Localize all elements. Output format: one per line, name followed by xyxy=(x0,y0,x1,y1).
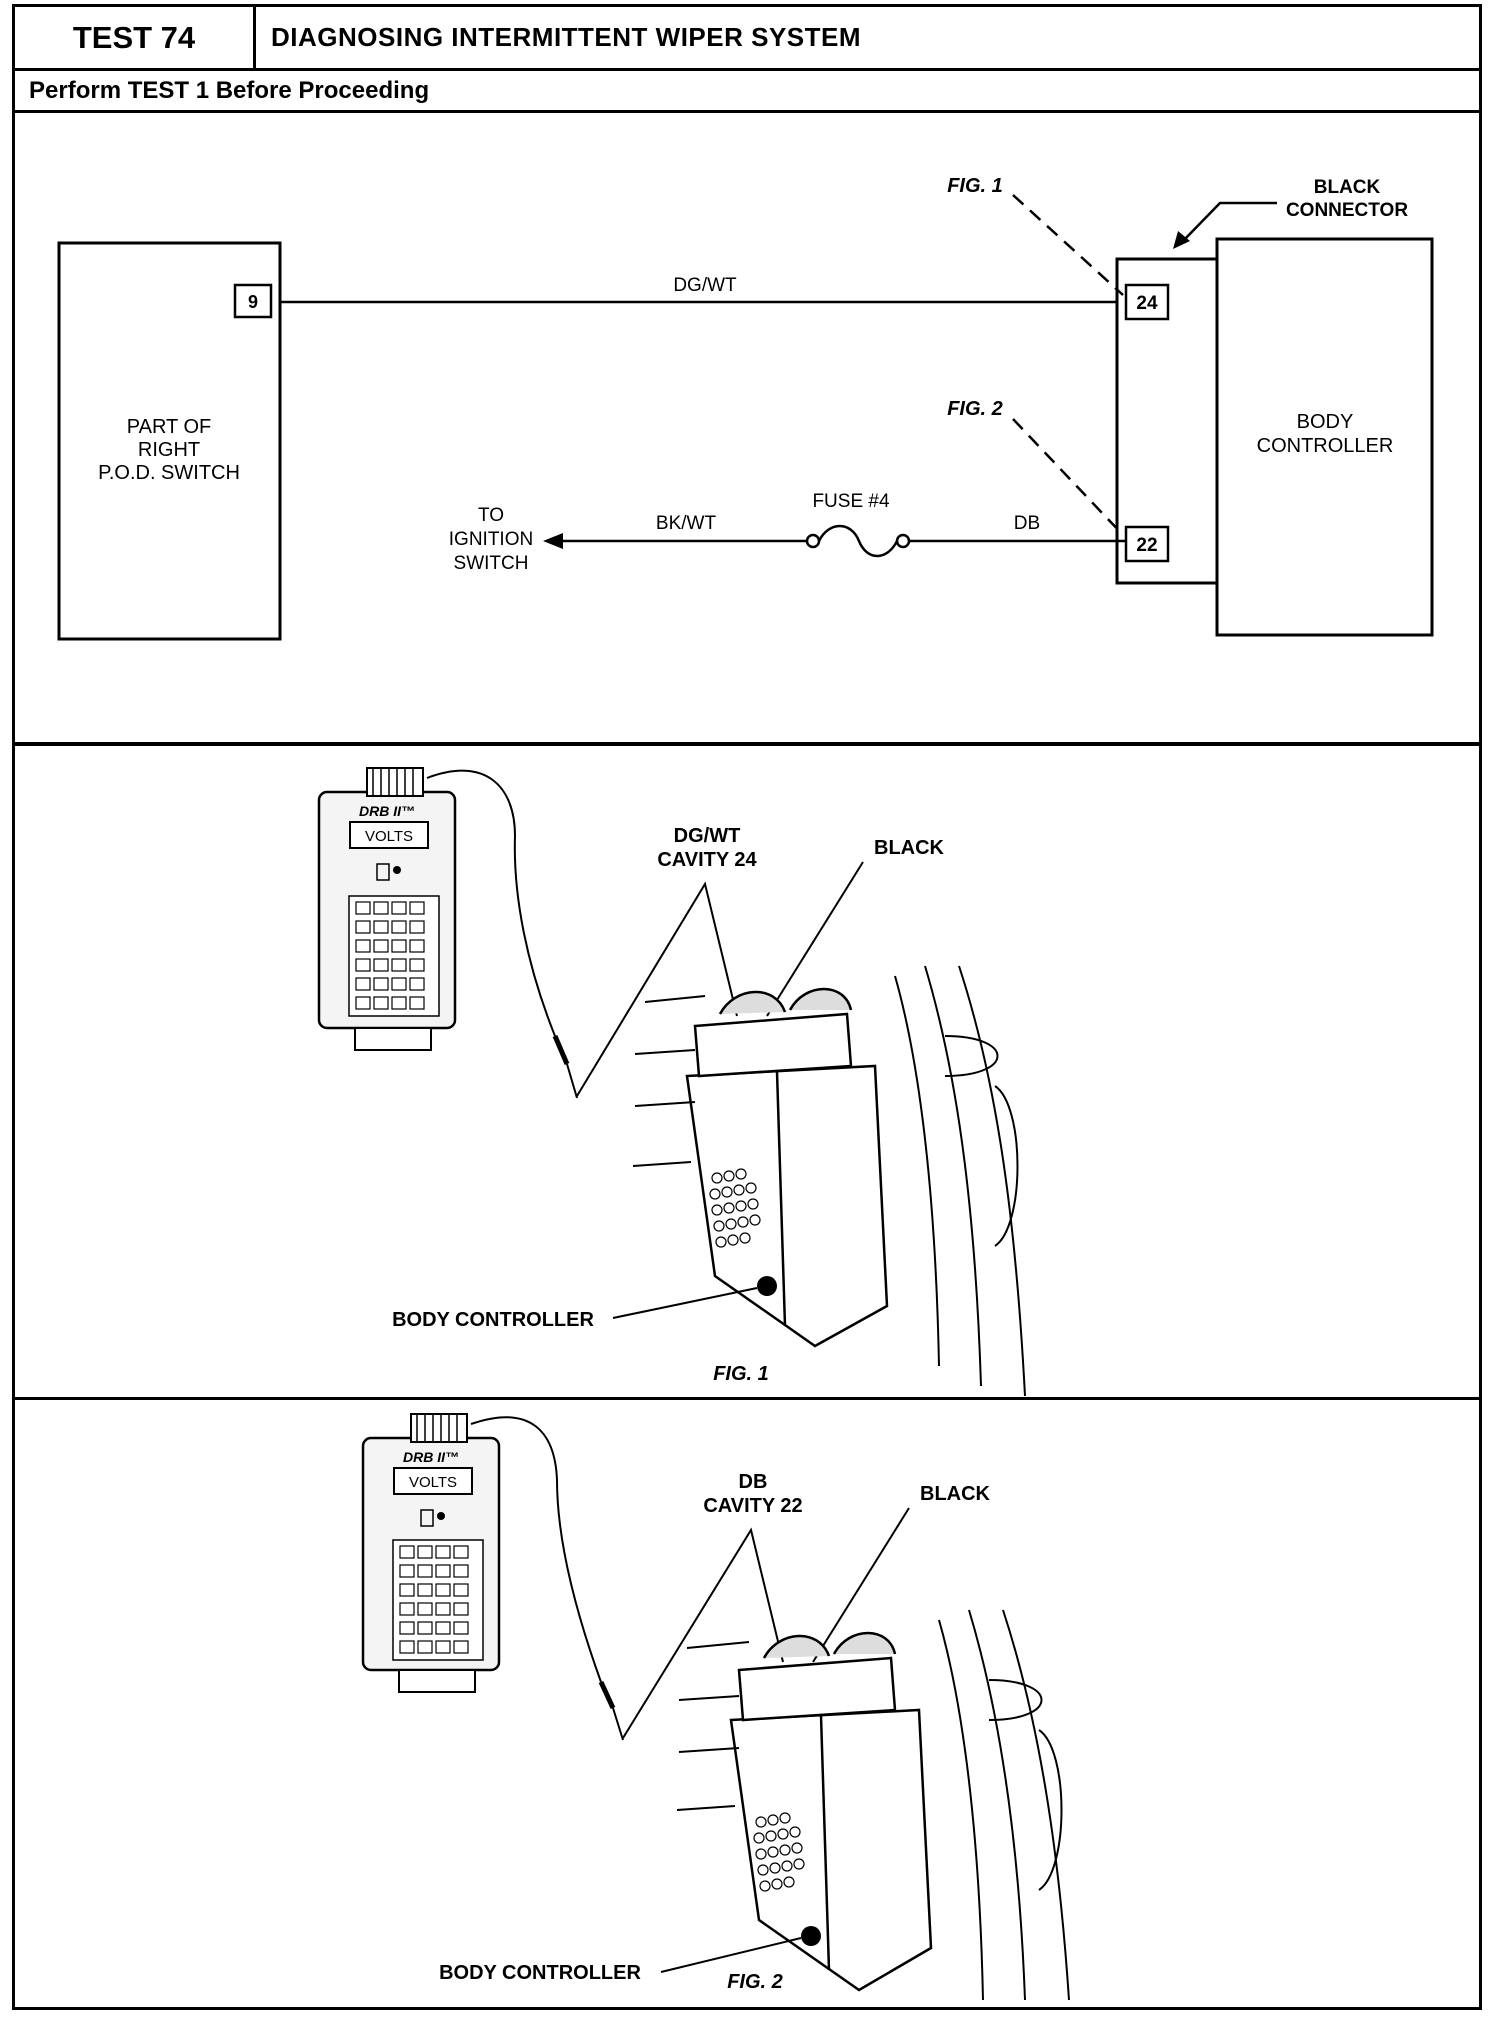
tester-brand-1: DRB II™ xyxy=(359,803,415,819)
cavity-label-1-line2: CAVITY 24 xyxy=(657,849,757,871)
pin-24-box xyxy=(1124,283,1170,321)
switch-label-line2: RIGHT xyxy=(138,439,200,461)
probe-needle-1 xyxy=(566,1063,578,1099)
prerequisite-row: Perform TEST 1 Before Proceeding xyxy=(15,71,1479,113)
black-label-1: BLACK xyxy=(874,837,945,859)
controller-label-line2: CONTROLLER xyxy=(1257,435,1394,457)
black-leader-1 xyxy=(766,861,864,1017)
page-frame: TEST 74 DIAGNOSING INTERMITTENT WIPER SY… xyxy=(12,4,1482,2010)
body-controller-box xyxy=(1215,237,1434,637)
figure1-panel: DRB II™ VOLTS DG/WT xyxy=(15,746,1479,1400)
connector-label-line2: CONNECTOR xyxy=(1286,200,1408,221)
probe-lead-2 xyxy=(470,1416,602,1683)
schematic-panel: PART OF RIGHT P.O.D. SWITCH 9 DG/WT BODY… xyxy=(15,113,1479,746)
vent-holes-2 xyxy=(753,1812,805,1892)
ignition-label-line1: TO xyxy=(478,505,504,526)
tester-brand-2: DRB II™ xyxy=(403,1449,459,1465)
fuse-symbol xyxy=(817,524,899,558)
controller-label-line1: BODY xyxy=(1297,411,1354,433)
connector-label-line1: BLACK xyxy=(1314,177,1381,198)
controller-dot-1 xyxy=(757,1276,777,1296)
drb-tester-1: DRB II™ VOLTS xyxy=(317,767,457,1051)
body-controller-module-1 xyxy=(632,965,1026,1396)
wiring-schematic: PART OF RIGHT P.O.D. SWITCH 9 DG/WT BODY… xyxy=(57,175,1434,641)
body-controller-label-1: BODY CONTROLLER xyxy=(392,1309,594,1331)
body-controller-label-2: BODY CONTROLLER xyxy=(439,1962,641,1984)
body-controller-module-2 xyxy=(676,1609,1070,2001)
probe-needle-2 xyxy=(612,1707,624,1741)
fig2-callout: FIG. 2 xyxy=(947,398,1003,420)
controller-leader-2 xyxy=(660,1937,802,1973)
fuse-terminal-right xyxy=(895,533,911,549)
fig1-callout: FIG. 1 xyxy=(947,175,1003,197)
cavity-leader-1 xyxy=(576,881,738,1097)
ignition-label-line3: SWITCH xyxy=(454,553,529,574)
fig1-dashed-leader xyxy=(1012,194,1124,296)
header-row: TEST 74 DIAGNOSING INTERMITTENT WIPER SY… xyxy=(15,7,1479,71)
switch-pin-label: 9 xyxy=(248,292,258,312)
fuse-label: FUSE #4 xyxy=(812,491,890,512)
tester-display-2: VOLTS xyxy=(409,1474,457,1491)
drb-tester-2: DRB II™ VOLTS xyxy=(361,1413,501,1693)
ignition-arrowhead xyxy=(543,533,563,549)
figure1-caption: FIG. 1 xyxy=(713,1363,769,1385)
figure1-illustration: DRB II™ VOLTS DG/WT xyxy=(317,767,1026,1396)
connector-leader xyxy=(1182,201,1277,242)
cavity-label-2-line2: CAVITY 22 xyxy=(703,1495,802,1517)
wire-top-label: DG/WT xyxy=(673,275,737,296)
test-number: TEST 74 xyxy=(15,7,256,68)
cavity-label-1-line1: DG/WT xyxy=(674,825,741,847)
pin-24-label: 24 xyxy=(1136,293,1158,314)
cavity-label-2-line1: DB xyxy=(739,1471,768,1493)
pod-switch-box xyxy=(57,241,282,641)
connector-arrowhead xyxy=(1173,231,1190,249)
switch-label-line1: PART OF xyxy=(127,416,211,438)
switch-label-line3: P.O.D. SWITCH xyxy=(98,462,240,484)
test-title: DIAGNOSING INTERMITTENT WIPER SYSTEM xyxy=(271,22,862,52)
figure2-caption: FIG. 2 xyxy=(727,1971,783,1993)
vent-holes-1 xyxy=(709,1168,761,1248)
ignition-label-line2: IGNITION xyxy=(449,529,533,550)
black-leader-2 xyxy=(812,1507,910,1663)
fuse-terminal-left xyxy=(805,533,821,549)
controller-dot-2 xyxy=(801,1926,821,1946)
wire-left-label: BK/WT xyxy=(656,513,717,534)
fig2-dashed-leader xyxy=(1012,418,1124,536)
tester-display-1: VOLTS xyxy=(365,828,413,845)
prerequisite-text: Perform TEST 1 Before Proceeding xyxy=(29,76,430,104)
pin-22-box xyxy=(1124,525,1170,563)
probe-tip-1 xyxy=(552,1035,570,1065)
figure2-panel: DRB II™ VOLTS DB CAVITY 22 xyxy=(15,1400,1479,2007)
controller-leader-1 xyxy=(612,1287,758,1319)
black-label-2: BLACK xyxy=(920,1483,991,1505)
switch-pin-box xyxy=(233,283,273,319)
probe-lead-1 xyxy=(426,769,556,1037)
probe-tip-2 xyxy=(598,1680,616,1710)
wire-right-label: DB xyxy=(1014,513,1040,534)
cavity-leader-2 xyxy=(622,1527,784,1739)
pin-22-label: 22 xyxy=(1136,535,1157,556)
figure2-illustration: DRB II™ VOLTS DB CAVITY 22 xyxy=(361,1413,1070,2001)
